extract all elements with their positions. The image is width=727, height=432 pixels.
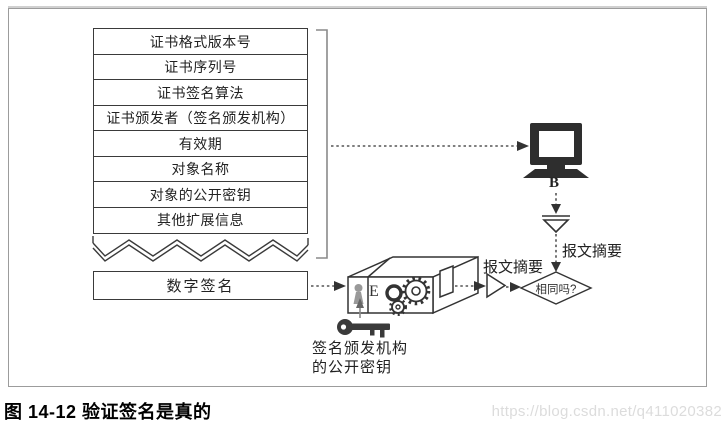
arrow-decryptor-to-comparator — [455, 281, 486, 291]
key-arrow — [356, 298, 364, 318]
funnel-icon — [542, 215, 570, 234]
message-digest-label-vertical: 报文摘要 — [562, 243, 623, 260]
arrow-comparator-to-decision — [506, 282, 521, 292]
figure-caption: 图 14-12 验证签名是真的 — [4, 402, 212, 422]
gear-icons — [385, 276, 431, 316]
arrow-cert-to-b — [331, 141, 529, 151]
decision-question-label: 相同吗? — [535, 284, 577, 296]
cert-row-subject-name: 对象名称 — [93, 155, 308, 183]
ca-public-key-caption-line1: 签名颁发机构 — [312, 340, 409, 357]
arrow-signature-to-decryptor — [311, 281, 346, 291]
cert-row-version: 证书格式版本号 — [93, 28, 308, 55]
arrow-b-to-funnel — [551, 193, 561, 214]
ca-public-key-caption: 签名颁发机构 的公开密钥 — [312, 339, 408, 377]
receiver-b-label: B — [549, 175, 560, 191]
computer-icon — [523, 123, 589, 178]
table-bracket — [316, 29, 328, 259]
watermark-url: https://blog.csdn.net/q411020382 — [491, 403, 722, 420]
arrow-funnel-to-decision — [551, 234, 561, 272]
cert-row-validity: 有效期 — [93, 130, 308, 157]
decryptor-e-label: E — [369, 283, 379, 300]
cert-row-public-key: 对象的公开密钥 — [93, 181, 308, 208]
ca-public-key-caption-line2: 的公开密钥 — [312, 359, 393, 376]
digital-signature-box: 数字签名 — [93, 271, 308, 300]
cert-row-extensions: 其他扩展信息 — [93, 206, 308, 234]
message-digest-label-horizontal: 报文摘要 — [483, 259, 544, 276]
key-icon — [337, 319, 390, 338]
output-slot — [439, 264, 454, 299]
certificate-table: 证书格式版本号 证书序列号 证书签名算法 证书颁发者（签名颁发机构） 有效期 对… — [93, 28, 308, 234]
cert-row-serial: 证书序列号 — [93, 53, 308, 81]
decision-diamond — [519, 271, 593, 305]
torn-edge-zigzag — [92, 236, 309, 262]
comparator-triangle-icon — [486, 272, 507, 299]
